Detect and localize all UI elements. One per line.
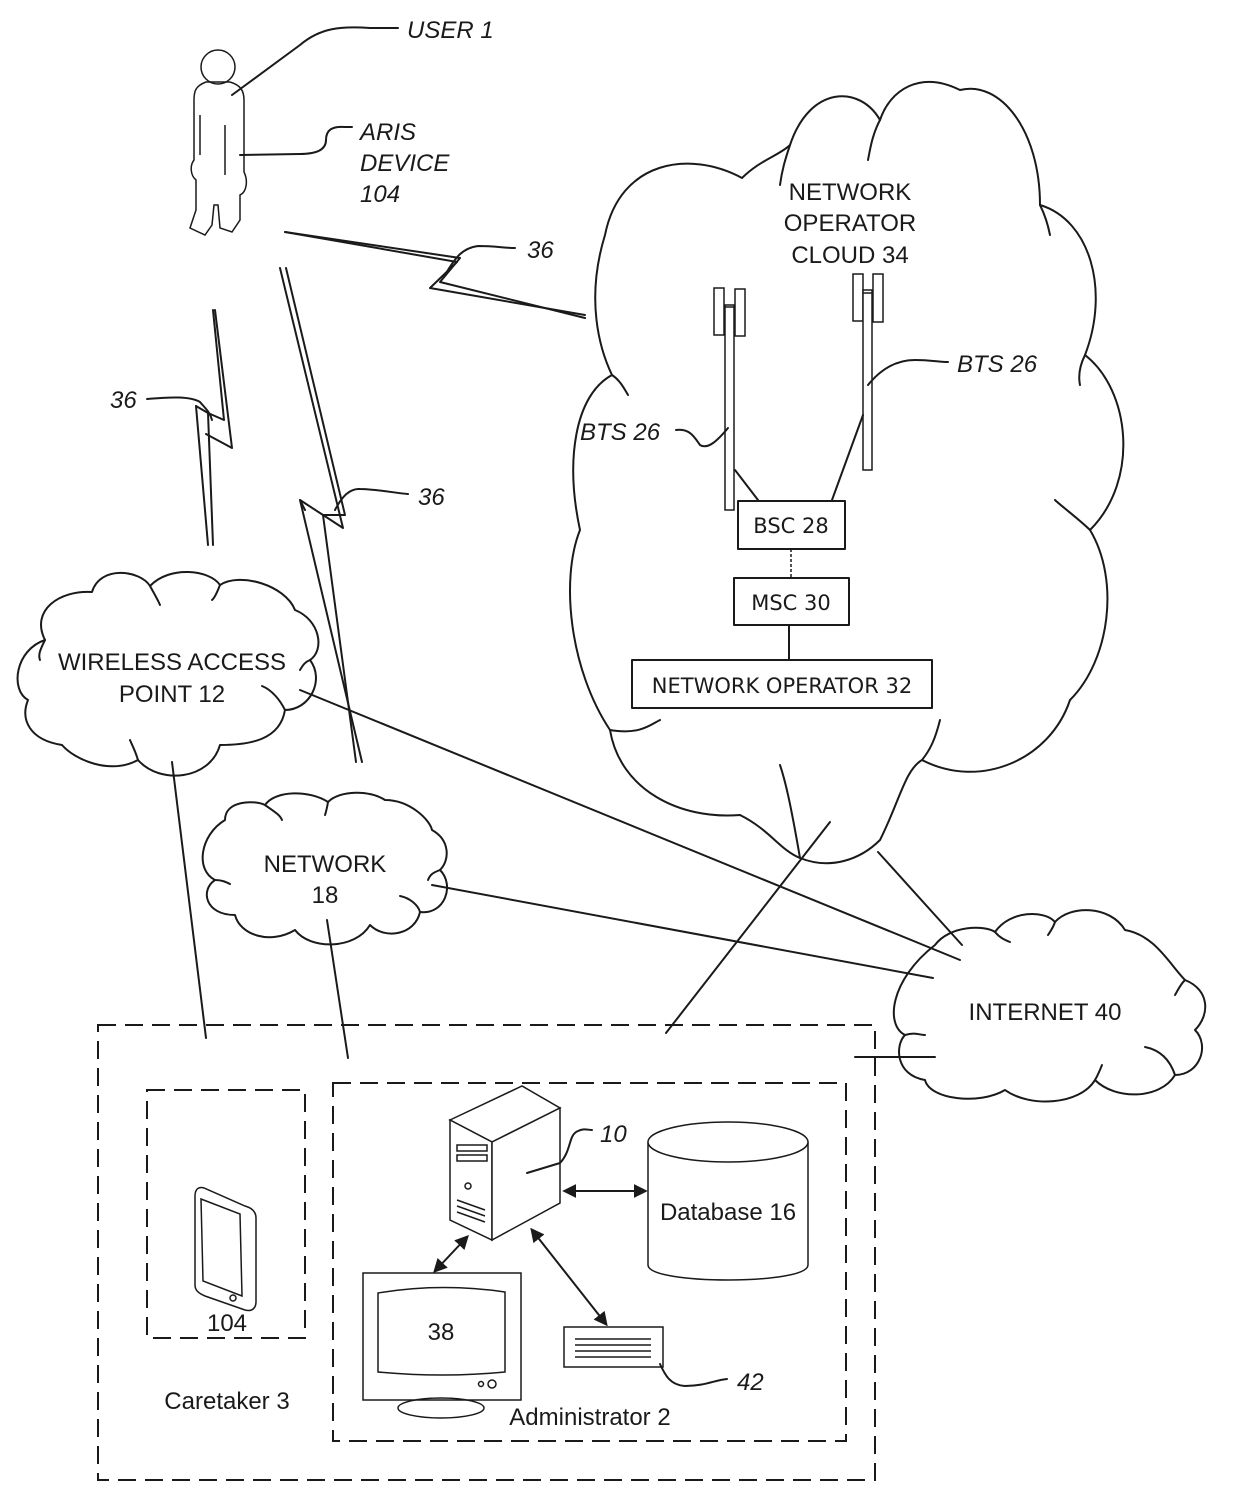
- caretaker-device-label: 104: [207, 1310, 247, 1337]
- aris-label-line2: DEVICE: [360, 150, 450, 177]
- link-36-top-label: 36: [527, 237, 554, 264]
- cloud-label-line3: CLOUD 34: [791, 242, 908, 269]
- bts-tower-right-icon: [853, 274, 883, 470]
- access-point-label-line1: WIRELESS ACCESS: [58, 649, 286, 676]
- bts-left-label: BTS 26: [580, 419, 661, 446]
- user-leader: [232, 27, 398, 95]
- link-36-left-label: 36: [110, 387, 137, 414]
- keyboard-leader: [660, 1364, 727, 1386]
- msc-box: MSC 30: [734, 578, 849, 625]
- network-to-facility-link: [327, 920, 348, 1058]
- bsc-label: BSC 28: [753, 514, 828, 538]
- bsc-box: BSC 28: [738, 501, 845, 549]
- access-point-to-facility-link: [172, 762, 206, 1038]
- tablet-icon: [195, 1187, 256, 1310]
- aris-label-line1: ARIS: [358, 119, 416, 146]
- bts-right-label: BTS 26: [957, 351, 1038, 378]
- user-label: USER 1: [407, 17, 494, 44]
- wireless-link-to-network: [280, 268, 362, 762]
- person-icon: [190, 50, 246, 235]
- keyboard-label: 42: [737, 1369, 764, 1396]
- caretaker-boundary: [147, 1090, 305, 1338]
- access-point-label-line2: POINT 12: [119, 681, 225, 708]
- monitor-label: 38: [428, 1319, 455, 1346]
- msc-label: MSC 30: [751, 591, 831, 615]
- cloud-to-facility-link: [666, 822, 830, 1033]
- aris-device-leader: [240, 127, 352, 155]
- administrator-label: Administrator 2: [509, 1404, 670, 1431]
- server-monitor-arrow: [435, 1237, 467, 1271]
- network-operator-box: NETWORK OPERATOR 32: [632, 660, 932, 708]
- cloud-label-line1: NETWORK: [789, 179, 912, 206]
- network-label-line1: NETWORK: [264, 851, 387, 878]
- bts-left-to-bsc-link: [735, 470, 758, 500]
- link-36-right-leader: [335, 489, 408, 510]
- bts-right-to-bsc-link: [832, 415, 863, 500]
- network-to-internet-link: [432, 885, 933, 978]
- network-operator-label: NETWORK OPERATOR 32: [652, 674, 912, 698]
- internet-label: INTERNET 40: [969, 999, 1122, 1026]
- link-36-top-leader: [445, 246, 515, 275]
- aris-label-line3: 104: [360, 181, 400, 208]
- bts-left-leader: [676, 428, 728, 446]
- caretaker-label: Caretaker 3: [164, 1388, 289, 1415]
- cloud-label-line2: OPERATOR: [784, 210, 916, 237]
- network-label-line2: 18: [312, 882, 339, 909]
- server-label: 10: [600, 1121, 627, 1148]
- server-keyboard-arrow: [532, 1230, 606, 1324]
- server-icon: [450, 1086, 560, 1240]
- wireless-link-to-access-point: [196, 310, 232, 545]
- bts-right-leader: [868, 360, 948, 385]
- database-label: Database 16: [660, 1199, 796, 1226]
- link-36-right-label: 36: [418, 484, 445, 511]
- keyboard-icon: [564, 1327, 663, 1367]
